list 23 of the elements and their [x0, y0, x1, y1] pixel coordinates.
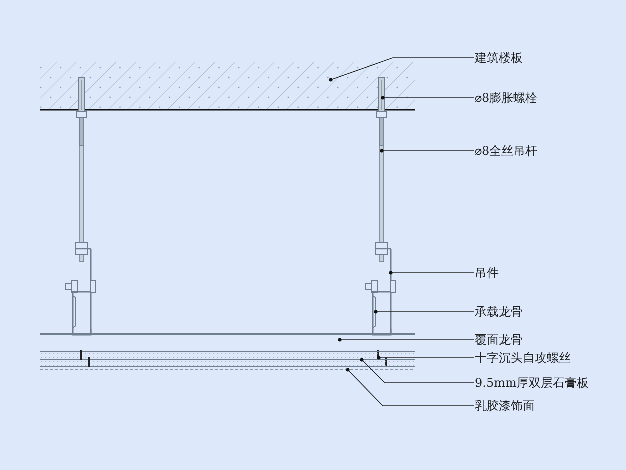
threaded-rod: [80, 118, 84, 262]
expansion-bolt: [376, 78, 388, 118]
leader-line: [381, 96, 474, 100]
threaded-rod: [380, 118, 384, 262]
part-label: 乳胶漆饰面: [475, 398, 535, 414]
leader-line: [346, 368, 474, 406]
part-label: 覆面龙骨: [475, 332, 523, 348]
part-label: 吊件: [475, 265, 499, 281]
part-label: ⌀8全丝吊杆: [475, 143, 538, 159]
expansion-bolt: [76, 78, 88, 118]
leader-line: [329, 58, 474, 82]
leader-line: [389, 271, 474, 275]
part-label: ⌀8膨胀螺栓: [475, 90, 538, 106]
part-label: 9.5mm厚双层石膏板: [475, 375, 589, 391]
screw-pair: [80, 350, 90, 367]
leader-line: [380, 149, 474, 153]
part-label: 建筑楼板: [475, 50, 523, 66]
leader-line: [360, 358, 474, 384]
part-label: 十字沉头自攻螺丝: [475, 350, 571, 366]
part-label: 承载龙骨: [475, 304, 523, 320]
leader-line: [374, 310, 474, 314]
leader-line: [377, 356, 474, 360]
leader-line: [338, 338, 474, 342]
